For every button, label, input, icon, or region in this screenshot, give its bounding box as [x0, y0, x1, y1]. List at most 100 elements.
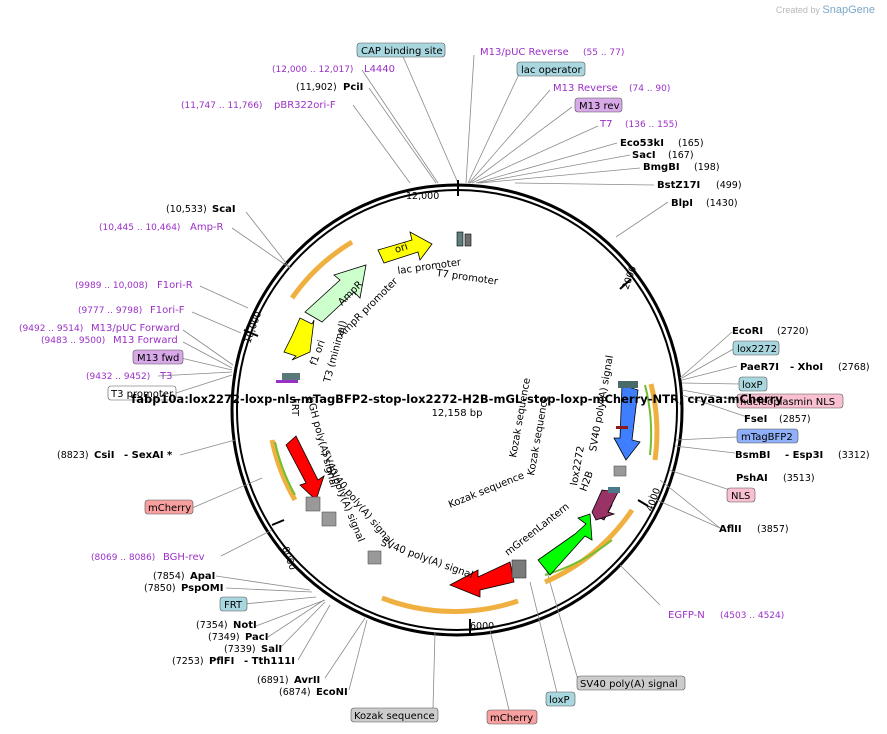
sv40-box-d: [367, 550, 382, 565]
paeR7I-pos: (2768): [838, 362, 870, 373]
lacop-label: lac operator: [521, 65, 582, 76]
kozak-label: Kozak sequence: [354, 711, 435, 722]
mtag-label: mTagBFP2: [741, 432, 793, 443]
tick-6000: 6000: [470, 621, 494, 632]
bsmBI-pos: (3312): [838, 450, 870, 461]
kozak-box: [511, 559, 527, 579]
sv40-label: SV40 poly(A) signal: [580, 679, 678, 690]
t3-feature: [282, 373, 300, 380]
pciI-label: PciI: [343, 82, 363, 93]
lac-prom-feature: [456, 231, 464, 247]
pacI-pos: (7349): [208, 632, 240, 643]
pspOMI-pos: (7850): [144, 583, 176, 594]
f1orif-label: F1ori-F: [150, 305, 185, 316]
lox-feature-a: [618, 381, 638, 388]
avrII-pos: (6891): [257, 675, 289, 686]
pflFI-pos: (7253): [172, 656, 204, 667]
tick-12000: 12,000: [406, 191, 439, 202]
xhoI-name: XhoI: [798, 362, 823, 373]
loxp2-box: [545, 691, 576, 707]
fseI-pos: (2857): [779, 414, 811, 425]
salI-label: SalI: [261, 644, 282, 655]
f1orir-label: F1ori-R: [157, 280, 193, 291]
loxp1-label: loxP: [742, 380, 763, 391]
ampr-primer-label: Amp-R: [190, 222, 224, 233]
blpI-label: BlpI: [671, 198, 693, 209]
m13rev-box: [574, 97, 623, 113]
m13-forward-pos: (9483 .. 9500): [41, 336, 105, 346]
csiI-pos: (8823): [57, 450, 89, 461]
aflII-pos: (3857): [757, 524, 789, 535]
l4440-pos: (12,000 .. 12,017): [272, 65, 353, 75]
mcherry2-label: mCherry: [490, 713, 533, 724]
ori-arrow: [377, 231, 433, 264]
pbr322-label: pBR322ori-F: [274, 100, 336, 111]
bghrev-label: BGH-rev: [163, 552, 205, 563]
ampr-arc: [289, 239, 354, 300]
lox2272-box: [732, 340, 780, 356]
plasmid-name: fabp10a:lox2272-loxp-nls-mTagBFP2-stop-l…: [131, 392, 783, 406]
f1orif-pos: (9777 .. 9798): [78, 306, 142, 316]
lox-feature-b: [608, 487, 620, 493]
pciI-pos: (11,902): [296, 82, 337, 93]
nls-np-label: nucleoplasmin NLS: [740, 397, 835, 408]
esp3I-label: - Esp3I: [785, 450, 823, 461]
t3prom-box: [107, 385, 177, 401]
m13fwd-label: M13 fwd: [137, 353, 179, 364]
mtag-green: [644, 384, 653, 456]
paeR7I-label: PaeR7I: [740, 362, 779, 373]
sacI-label: SacI: [632, 150, 656, 161]
nls-label: NLS: [731, 491, 750, 502]
feature-arrows: [283, 231, 641, 598]
sexAI-name: SexAI *: [132, 450, 173, 461]
t3-label: T3: [159, 371, 172, 382]
apaI-label: ApaI: [190, 571, 215, 582]
cap-label: CAP binding site: [361, 46, 443, 57]
notI-pos: (7354): [196, 620, 228, 631]
credit-brand: SnapGene: [822, 4, 875, 16]
ecoNI-pos: (6874): [279, 687, 311, 698]
t3min-inner: T3 (minimal): [322, 319, 349, 384]
m13puc-rev-label: M13/pUC Reverse: [480, 47, 569, 58]
mcherry1-arc: [269, 439, 298, 502]
egfpn-pos: (4503 .. 4524): [720, 611, 784, 621]
mcherry1-arrow: [285, 435, 325, 501]
snapgene-credit: Created by SnapGene: [776, 4, 875, 16]
t7-prom-feature: [464, 233, 472, 247]
tick-marks: [243, 180, 649, 634]
m13-reverse-label: M13 Reverse: [553, 83, 618, 94]
t7-prom-inner: T7 promoter: [435, 268, 500, 288]
pbr322-pos: (11,747 .. 11,766): [181, 101, 262, 111]
pspOMI-label: PspOMI: [181, 583, 223, 594]
mtag-arrow: [613, 384, 641, 461]
mcherry2-box: [486, 709, 538, 725]
pshAI-label: PshAI: [736, 473, 768, 484]
nls-box: [726, 487, 756, 503]
m13fwd-box: [132, 349, 184, 365]
bmgBI-label: BmgBI: [643, 162, 680, 173]
sv40-inner-c: SV40 poly(A) signal: [379, 537, 475, 581]
kozak-inner-a: Kozak sequence: [526, 395, 551, 476]
sv40-box-b: [305, 496, 321, 512]
kozak-inner-b: Kozak sequence: [508, 377, 533, 458]
small-features: [276, 231, 638, 579]
plasmid-length: 12,158 bp: [432, 408, 483, 419]
sv40-box-c: [321, 511, 337, 527]
apaI-pos: (7854): [153, 571, 185, 582]
ecoRI-label: EcoRI: [732, 326, 763, 337]
h2b-arrow: [591, 489, 619, 521]
tick-2000: 2000: [620, 265, 639, 291]
t7-primer-pos: (136 .. 155): [625, 120, 678, 130]
t3-pos: (9432 .. 9452): [86, 372, 150, 382]
scaI-pos: (10,533): [166, 204, 207, 215]
ori-inner: ori: [394, 241, 410, 255]
leader-lines: [157, 51, 748, 711]
bghrev-pos: (8069 .. 8086): [91, 553, 155, 563]
scaI-label: ScaI: [212, 204, 236, 215]
nls-np-box: [736, 393, 844, 409]
frt-label: FRT: [224, 600, 243, 611]
primer-feature: [276, 380, 298, 383]
notI-label: NotI: [233, 620, 257, 631]
mcherry1-box: [144, 499, 194, 515]
sacI-pos: (167): [668, 150, 694, 161]
